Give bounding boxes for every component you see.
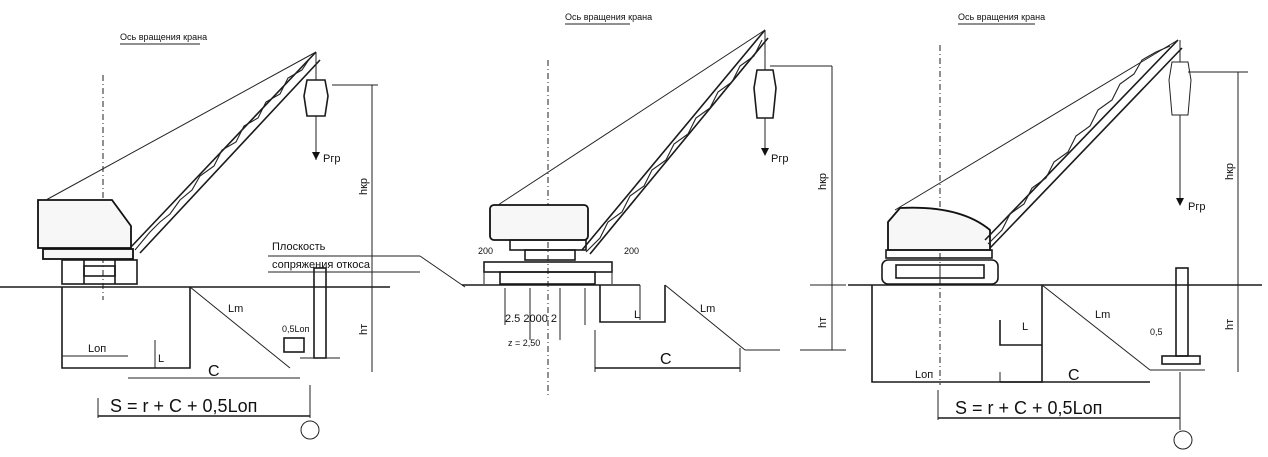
dim-left-label-2: 200 — [478, 246, 493, 256]
dim-c-label-2: C — [660, 351, 672, 368]
crane-2: 200 200 Pгр hкр hт Ось вращения крана 2.… — [462, 12, 846, 395]
axis-caption-3: Ось вращения крана — [958, 12, 1045, 22]
trench-height-label-2: hт — [817, 317, 829, 328]
outrigger-3 — [1175, 267, 1189, 357]
dim-c-label-3: C — [1068, 367, 1080, 384]
width-l-label-3: L — [1022, 321, 1028, 333]
boom-stay-1 — [45, 51, 317, 201]
base-label-2: z = 2,50 — [508, 338, 540, 348]
trench-height-label-1: hт — [358, 324, 370, 335]
width-l-label-1: L — [158, 353, 164, 365]
load-arrow-1 — [312, 152, 320, 160]
hook-height-label-3: hкр — [1224, 163, 1236, 180]
outrigger-1 — [313, 267, 327, 359]
marker-circle-3 — [1173, 430, 1193, 450]
boom-upper-2 — [581, 29, 766, 251]
slope-label-3: Lm — [1095, 309, 1110, 321]
note-line-2: сопряжения откоса — [272, 259, 371, 271]
slope-label-1: Lm — [228, 303, 243, 315]
formula-3: S = r + C + 0,5Lоп — [955, 398, 1102, 418]
crane-frame-1 — [42, 248, 134, 260]
cargo-label-2: Pгр — [771, 153, 788, 165]
load-arrow-2 — [761, 148, 769, 156]
trench-height-label-3: hт — [1224, 319, 1236, 330]
boom-stay-2 — [497, 29, 766, 206]
slope-label-2: Lm — [700, 303, 715, 315]
hook-load-2 — [753, 69, 777, 119]
axis-caption-2: Ось вращения крана — [565, 12, 652, 22]
axis-caption-1: Ось вращения крана — [120, 32, 207, 42]
boom-lower-2 — [589, 37, 769, 255]
hook-height-label-1: hкр — [358, 178, 370, 195]
slope-line-2 — [664, 284, 746, 351]
formula-1: S = r + C + 0,5Lоп — [110, 396, 257, 416]
crane-tracks-1 — [61, 259, 138, 285]
crane-3: Pгр hкр hт Ось вращения крана L Lоп Lm 0… — [848, 12, 1262, 450]
slope-line-3 — [1041, 284, 1151, 371]
dims-bottom-label-2: 2.5 2000 2 — [505, 313, 557, 325]
trench-width-label-1: Lоп — [88, 343, 106, 355]
crane-tracks-3 — [881, 259, 999, 285]
trench-2 — [599, 285, 666, 323]
cargo-label-1: Pгр — [323, 153, 340, 165]
marker-circle-1 — [300, 420, 320, 440]
gap-label-3: 0,5 — [1150, 327, 1163, 337]
boom-lower-1 — [139, 59, 321, 254]
crane-1: Pгр hкр hт Ось вращения крана Lоп L Lm 0… — [0, 32, 390, 440]
trench-3 — [871, 285, 1043, 383]
load-arrow-3 — [1176, 198, 1184, 206]
slope-line-1 — [189, 286, 291, 369]
trench-width-label-3: Lоп — [915, 369, 933, 381]
slope-plane-note: Плоскость сопряжения откоса — [268, 241, 466, 288]
crane-cab-2 — [489, 204, 589, 241]
boom-upper-3 — [984, 39, 1179, 241]
dim-c-label-1: C — [208, 363, 220, 380]
width-l-label-2: L — [634, 309, 640, 321]
boom-stay-3 — [894, 39, 1179, 211]
crane-cab-1 — [37, 199, 132, 249]
gap-label-1: 0,5Lоп — [282, 324, 310, 334]
hook-load-3 — [1168, 61, 1192, 116]
boom-lower-3 — [989, 47, 1183, 249]
trench-1 — [61, 287, 191, 369]
note-line-1: Плоскость — [272, 241, 326, 253]
hook-height-label-2: hкр — [817, 173, 829, 190]
cargo-label-3: Pгр — [1188, 201, 1205, 213]
crane-cab-3 — [887, 206, 991, 251]
hook-load-1 — [303, 79, 329, 117]
dim-right-label-2: 200 — [624, 246, 639, 256]
